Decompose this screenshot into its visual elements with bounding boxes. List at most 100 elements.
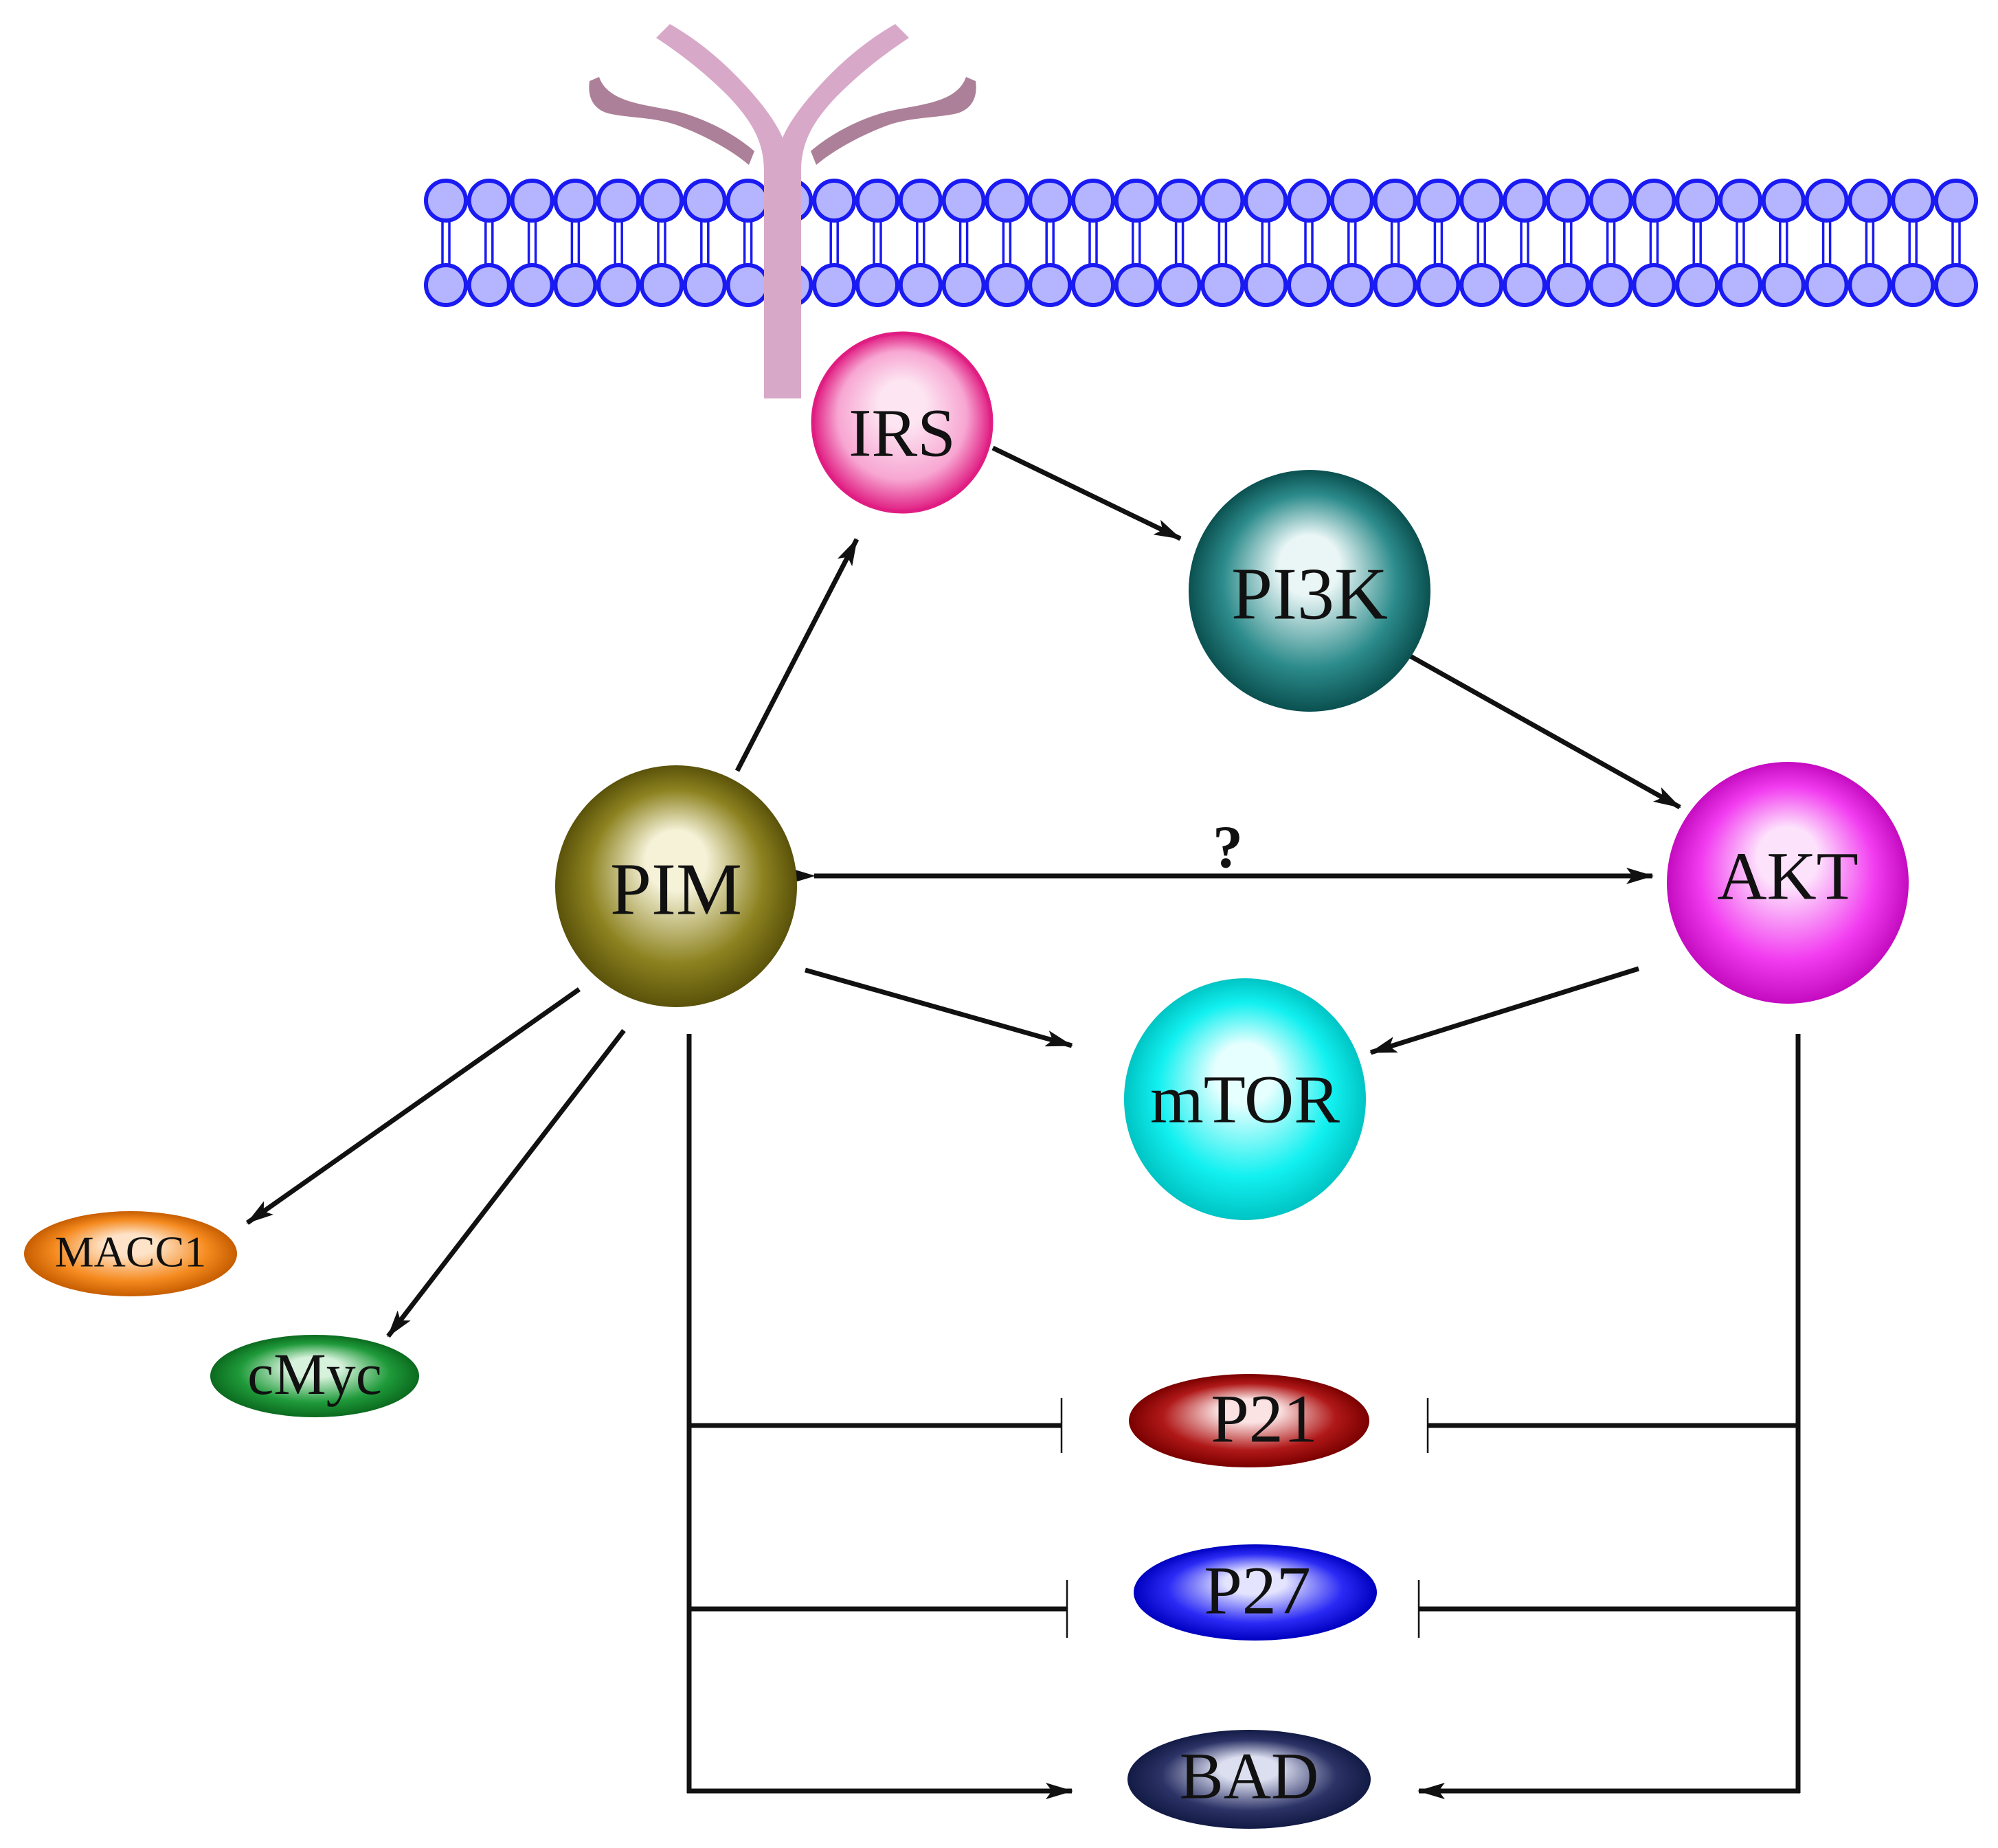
node-irs: IRS	[811, 331, 994, 514]
node-cmyc-label: cMyc	[247, 1341, 382, 1407]
lipid-head	[1804, 263, 1849, 307]
nodes: IRS PI3K PIM AKT mTOR MACC1 cMyc P21	[24, 331, 1909, 1829]
lipid-head	[1459, 179, 1504, 223]
node-p21-label: P21	[1211, 1381, 1318, 1457]
lipid-head	[1200, 263, 1245, 307]
lipid-head	[1071, 263, 1115, 307]
lipid-head	[1028, 263, 1073, 307]
lipid-head	[1157, 263, 1202, 307]
lipid-head	[682, 179, 727, 223]
lipid-head	[898, 179, 943, 223]
node-pi3k-label: PI3K	[1231, 554, 1388, 635]
edge-label-unknown: ?	[1213, 815, 1243, 881]
lipid-head	[1373, 179, 1417, 223]
cell-membrane	[424, 179, 1978, 307]
lipid-head	[1244, 179, 1288, 223]
lipid-head	[424, 179, 468, 223]
lipid-head	[510, 263, 554, 307]
lipid-head	[553, 179, 598, 223]
lipid-head	[1761, 263, 1806, 307]
lipid-head	[1028, 179, 1073, 223]
lipid-head	[1200, 179, 1245, 223]
lipid-head	[1675, 179, 1720, 223]
lipid-head	[941, 263, 986, 307]
lipid-head	[682, 263, 727, 307]
receptor-arm-right	[811, 77, 976, 165]
lipid-head	[1848, 179, 1892, 223]
lipid-head	[1244, 263, 1288, 307]
lipid-head	[640, 263, 684, 307]
lipid-head	[1287, 179, 1331, 223]
lipid-head	[898, 263, 943, 307]
lipid-head	[467, 179, 511, 223]
lipid-head	[985, 179, 1029, 223]
lipid-head	[1071, 179, 1115, 223]
node-macc1-label: MACC1	[55, 1228, 207, 1276]
lipid-head	[812, 263, 857, 307]
receptor-arm-left	[589, 77, 754, 165]
lipid-head	[1934, 263, 1978, 307]
node-cmyc: cMyc	[210, 1335, 419, 1417]
lipid-head	[1114, 263, 1158, 307]
lipid-head	[1416, 179, 1461, 223]
edge-pim-to-cmyc	[386, 1028, 626, 1338]
lipid-head	[1675, 263, 1720, 307]
lipid-head	[1804, 179, 1849, 223]
lipid-head	[812, 179, 857, 223]
lipid-head	[726, 179, 770, 223]
edge-pim-to-mtor	[805, 967, 1073, 1048]
lipid-head	[1761, 179, 1806, 223]
lipid-head	[1848, 263, 1892, 307]
node-macc1: MACC1	[24, 1211, 237, 1296]
lipid-head	[1545, 263, 1590, 307]
node-p21: P21	[1129, 1374, 1369, 1467]
node-bad-label: BAD	[1180, 1739, 1319, 1813]
lipid-head	[1589, 263, 1633, 307]
lipid-head	[1503, 179, 1547, 223]
lipid-head	[640, 179, 684, 223]
lipid-head	[1329, 263, 1374, 307]
node-p27-label: P27	[1204, 1553, 1311, 1629]
lipid-head	[1287, 263, 1331, 307]
node-pi3k: PI3K	[1189, 470, 1430, 712]
lipid-head	[855, 179, 899, 223]
lipid-head	[1329, 179, 1374, 223]
lipid-head	[1416, 263, 1461, 307]
node-mtor: mTOR	[1124, 978, 1366, 1220]
edge-pi3k-to-akt	[1400, 649, 1681, 810]
node-bad: BAD	[1127, 1730, 1371, 1829]
edge-akt-to-mtor	[1369, 966, 1640, 1055]
lipid-head	[1157, 179, 1202, 223]
lipid-head	[941, 179, 986, 223]
lipid-head	[1459, 263, 1504, 307]
lipid-head	[596, 179, 641, 223]
node-pim-label: PIM	[610, 849, 742, 931]
lipid-head	[1373, 263, 1417, 307]
lipid-head	[1718, 263, 1762, 307]
lipid-head	[1589, 179, 1633, 223]
edge-pim-to-macc1	[245, 987, 581, 1225]
lipid-head	[1632, 179, 1676, 223]
lipid-head	[1114, 179, 1158, 223]
lipid-head	[1891, 263, 1935, 307]
node-akt: AKT	[1667, 762, 1909, 1004]
lipid-head	[855, 263, 899, 307]
lipid-head	[1632, 263, 1676, 307]
edges: ?	[245, 445, 1801, 1799]
lipid-head	[424, 263, 468, 307]
edge-pim-to-irs	[734, 538, 860, 772]
lipid-head	[553, 263, 598, 307]
lipid-head	[985, 263, 1029, 307]
lipid-head	[1718, 179, 1762, 223]
lipid-head	[1503, 263, 1547, 307]
membrane-receptor	[589, 24, 976, 398]
node-mtor-label: mTOR	[1150, 1061, 1340, 1138]
node-p27: P27	[1134, 1544, 1377, 1641]
node-pim: PIM	[555, 765, 797, 1007]
lipid-head	[467, 263, 511, 307]
lipid-head	[1545, 179, 1590, 223]
node-akt-label: AKT	[1717, 838, 1859, 914]
lipid-head	[510, 179, 554, 223]
node-irs-label: IRS	[849, 395, 956, 471]
